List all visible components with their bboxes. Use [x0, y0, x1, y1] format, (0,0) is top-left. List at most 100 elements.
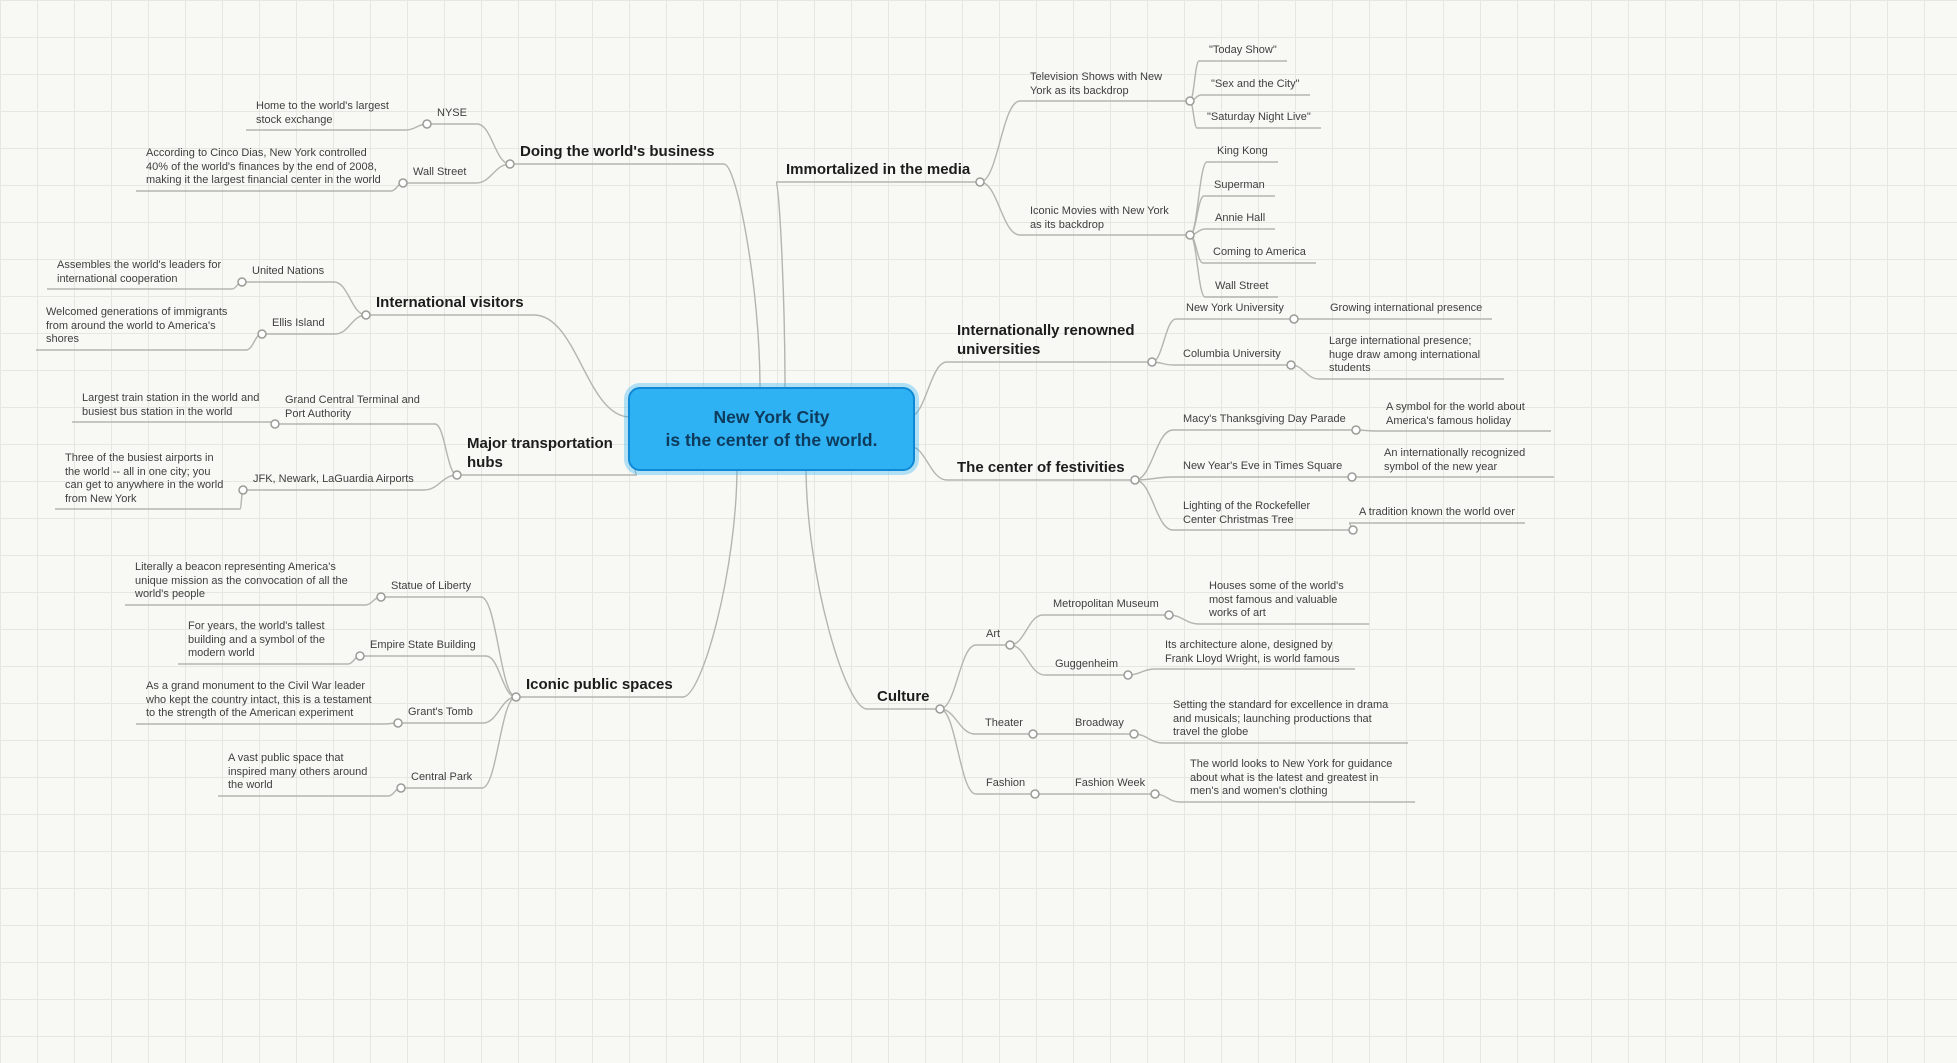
node-sex-and-the-city[interactable]: "Sex and the City" — [1211, 78, 1300, 90]
node-rockefeller-tree[interactable]: Lighting of the Rockefeller Center Chris… — [1183, 500, 1311, 526]
branch-collapse-handle[interactable] — [505, 159, 515, 169]
node-broadway[interactable]: Broadway — [1075, 717, 1124, 729]
branch-collapse-handle[interactable] — [1351, 425, 1361, 435]
node-airports-detail[interactable]: Three of the busiest airports in the wor… — [65, 452, 224, 505]
node-art[interactable]: Art — [986, 628, 1001, 640]
branch-collapse-handle[interactable] — [1129, 729, 1139, 739]
branch-international-visitors[interactable]: International visitors — [376, 294, 524, 311]
branch-iconic-public-spaces[interactable]: Iconic public spaces — [526, 676, 673, 693]
branch-collapse-handle[interactable] — [452, 470, 462, 480]
node-fashion-week-detail[interactable]: The world looks to New York for guidance… — [1190, 758, 1393, 797]
node-new-years-eve-detail[interactable]: An internationally recognized symbol of … — [1384, 447, 1526, 473]
node-television-shows[interactable]: Television Shows with New York as its ba… — [1030, 71, 1163, 97]
branch-collapse-handle[interactable] — [1185, 230, 1195, 240]
branch-collapse-handle[interactable] — [1028, 729, 1038, 739]
branch-line — [516, 465, 738, 698]
node-nyu[interactable]: New York University — [1186, 302, 1284, 314]
branch-collapse-handle[interactable] — [1123, 670, 1133, 680]
node-ellis-island[interactable]: Ellis Island — [272, 317, 325, 329]
node-columbia-detail[interactable]: Large international presence; huge draw … — [1329, 335, 1481, 374]
node-fashion[interactable]: Fashion — [986, 777, 1026, 789]
branch-collapse-handle[interactable] — [1164, 610, 1174, 620]
branch-collapse-handle[interactable] — [1130, 475, 1140, 485]
node-statue-of-liberty-detail[interactable]: Literally a beacon representing America'… — [135, 561, 348, 600]
branch-collapse-handle[interactable] — [361, 310, 371, 320]
node-macys-parade-detail[interactable]: A symbol for the world about America's f… — [1386, 401, 1525, 427]
root-node-new-york-city[interactable]: New York City is the center of the world… — [628, 387, 915, 471]
node-united-nations[interactable]: United Nations — [252, 265, 325, 277]
node-coming-to-america[interactable]: Coming to America — [1213, 246, 1306, 258]
branch-collapse-handle[interactable] — [1289, 314, 1299, 324]
branch-collapse-handle[interactable] — [1005, 640, 1015, 650]
node-central-park-detail[interactable]: A vast public space that inspired many o… — [228, 752, 368, 791]
node-rockefeller-tree-detail[interactable]: A tradition known the world over — [1359, 506, 1515, 518]
branch-line — [939, 708, 1035, 795]
branch-line — [775, 181, 980, 389]
node-broadway-detail[interactable]: Setting the standard for excellence in d… — [1173, 699, 1389, 738]
node-metropolitan-museum[interactable]: Metropolitan Museum — [1053, 598, 1159, 610]
branch-collapse-handle[interactable] — [238, 485, 248, 495]
node-fashion-week[interactable]: Fashion Week — [1075, 777, 1146, 789]
branch-collapse-handle[interactable] — [1030, 789, 1040, 799]
node-annie-hall[interactable]: Annie Hall — [1215, 212, 1266, 224]
node-wall-street[interactable]: Wall Street — [413, 166, 467, 178]
branch-collapse-handle[interactable] — [237, 277, 247, 287]
node-saturday-night-live[interactable]: "Saturday Night Live" — [1207, 111, 1311, 123]
branch-center-of-festivities[interactable]: The center of festivities — [957, 459, 1125, 476]
branch-collapse-handle[interactable] — [1286, 360, 1296, 370]
branch-line — [805, 465, 940, 710]
node-grants-tomb[interactable]: Grant's Tomb — [408, 706, 473, 718]
node-superman[interactable]: Superman — [1214, 179, 1265, 191]
node-central-park[interactable]: Central Park — [411, 771, 473, 783]
branch-major-transportation-hubs[interactable]: Major transportation hubs — [467, 435, 613, 471]
branch-collapse-handle[interactable] — [1347, 472, 1357, 482]
node-empire-state-building[interactable]: Empire State Building — [370, 639, 476, 651]
branch-collapse-handle[interactable] — [393, 718, 403, 728]
branch-collapse-handle[interactable] — [1348, 525, 1358, 535]
node-grants-tomb-detail[interactable]: As a grand monument to the Civil War lea… — [146, 680, 372, 719]
branch-collapse-handle[interactable] — [1150, 789, 1160, 799]
branch-collapse-handle[interactable] — [511, 692, 521, 702]
node-king-kong[interactable]: King Kong — [1217, 145, 1268, 157]
branch-immortalized-in-the-media[interactable]: Immortalized in the media — [786, 161, 971, 178]
node-ellis-island-detail[interactable]: Welcomed generations of immigrants from … — [46, 306, 228, 345]
branch-collapse-handle[interactable] — [1185, 96, 1195, 106]
node-statue-of-liberty[interactable]: Statue of Liberty — [391, 580, 472, 592]
branch-line — [366, 314, 631, 418]
branch-collapse-handle[interactable] — [270, 419, 280, 429]
branch-collapse-handle[interactable] — [1147, 357, 1157, 367]
node-empire-state-detail[interactable]: For years, the world's tallest building … — [188, 620, 325, 659]
node-new-years-eve[interactable]: New Year's Eve in Times Square — [1183, 460, 1343, 472]
node-grand-central-port-authority[interactable]: Grand Central Terminal and Port Authorit… — [285, 394, 420, 420]
branch-collapse-handle[interactable] — [422, 119, 432, 129]
node-nyu-detail[interactable]: Growing international presence — [1330, 302, 1483, 314]
branch-doing-worlds-business[interactable]: Doing the world's business — [520, 143, 715, 160]
node-iconic-movies[interactable]: Iconic Movies with New York as its backd… — [1030, 205, 1169, 231]
node-metropolitan-museum-detail[interactable]: Houses some of the world's most famous a… — [1209, 580, 1344, 619]
node-wall-street-movie[interactable]: Wall Street — [1215, 280, 1269, 292]
branch-culture[interactable]: Culture — [877, 688, 930, 705]
node-today-show[interactable]: "Today Show" — [1209, 44, 1277, 56]
node-guggenheim[interactable]: Guggenheim — [1055, 658, 1118, 670]
node-airports[interactable]: JFK, Newark, LaGuardia Airports — [253, 473, 414, 485]
branch-collapse-handle[interactable] — [355, 651, 365, 661]
node-nyse[interactable]: NYSE — [437, 107, 467, 119]
node-nyse-detail[interactable]: Home to the world's largest stock exchan… — [256, 100, 389, 126]
branch-collapse-handle[interactable] — [376, 592, 386, 602]
node-columbia[interactable]: Columbia University — [1183, 348, 1281, 360]
node-wall-street-detail[interactable]: According to Cinco Dias, New York contro… — [146, 147, 381, 186]
node-guggenheim-detail[interactable]: Its architecture alone, designed by Fran… — [1165, 639, 1340, 665]
node-macys-parade[interactable]: Macy's Thanksgiving Day Parade — [1183, 413, 1346, 425]
node-grand-central-detail[interactable]: Largest train station in the world and b… — [82, 392, 260, 418]
branch-collapse-handle[interactable] — [398, 178, 408, 188]
branch-collapse-handle[interactable] — [935, 704, 945, 714]
node-united-nations-detail[interactable]: Assembles the world's leaders for intern… — [57, 259, 222, 285]
node-theater[interactable]: Theater — [985, 717, 1023, 729]
branch-line — [510, 163, 761, 389]
branch-collapse-handle[interactable] — [975, 177, 985, 187]
branch-collapse-handle[interactable] — [396, 783, 406, 793]
branch-collapse-handle[interactable] — [257, 329, 267, 339]
branch-renowned-universities[interactable]: Internationally renowned universities — [957, 322, 1135, 358]
